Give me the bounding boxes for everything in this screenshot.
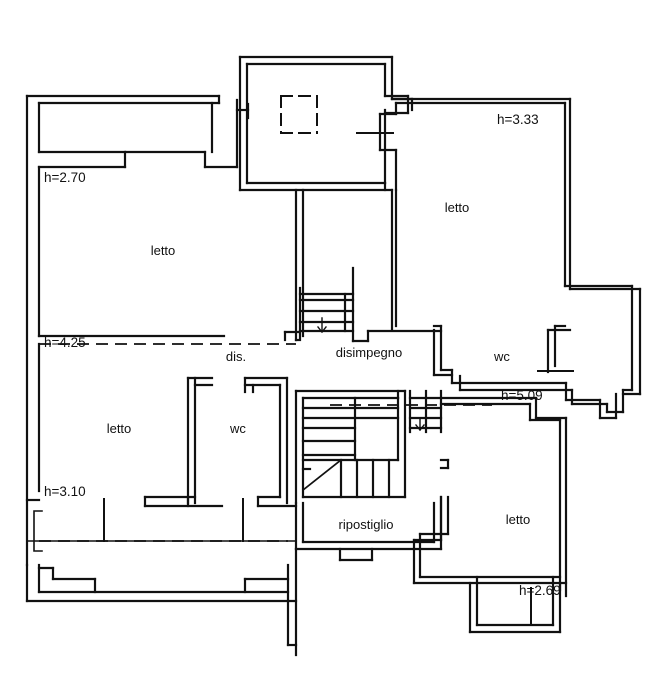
room-label-group: letto letto letto letto wc wc dis. disim… (107, 200, 531, 532)
height-label-group: h=2.70 h=3.33 h=4.25 h=5.09 h=3.10 h=2.6… (44, 112, 561, 598)
room-label-wc-center: wc (229, 421, 246, 436)
height-label-h-269: h=2.69 (519, 583, 561, 598)
room-label-letto-top-right: letto (445, 200, 470, 215)
room-label-letto-bottom-right: letto (506, 512, 531, 527)
room-label-ripostiglio: ripostiglio (339, 517, 394, 532)
section-cut-lines (39, 343, 492, 542)
height-label-h-270: h=2.70 (44, 170, 86, 185)
height-label-h-333: h=3.33 (497, 112, 539, 127)
room-label-letto-top-left: letto (151, 243, 176, 258)
room-label-letto-bottom-left: letto (107, 421, 132, 436)
height-label-h-425: h=4.25 (44, 335, 86, 350)
room-label-disimpegno: disimpegno (336, 345, 403, 360)
room-label-wc-right: wc (493, 349, 510, 364)
wall-structure (25, 55, 642, 657)
height-label-h-509: h=5.09 (501, 388, 543, 403)
duct-shaft-outline (280, 95, 318, 134)
height-label-h-310: h=3.10 (44, 484, 86, 499)
room-label-dis: dis. (226, 349, 246, 364)
